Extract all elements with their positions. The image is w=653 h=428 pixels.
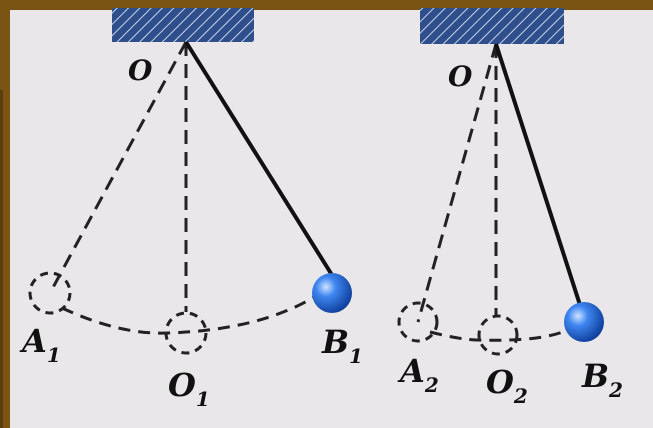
pendulum-bob-2: [564, 302, 604, 342]
swing-arc-2: [429, 328, 569, 342]
dashed-string-to-a2: [416, 43, 498, 323]
pendulum-bob-1: [312, 273, 352, 313]
bob-ghost-a2: [397, 301, 439, 343]
ceiling-support-2: [420, 8, 564, 44]
swing-arc-1: [61, 294, 317, 335]
label-b1: B1: [321, 323, 363, 368]
bob-ghost-o2: [477, 314, 519, 356]
ceiling-support-1: [112, 8, 254, 42]
label-b2: B2: [581, 357, 623, 402]
label-o2: O2: [486, 363, 528, 408]
label-a2: A2: [397, 352, 439, 397]
label-o1: O1: [168, 366, 210, 411]
string-to-b2: [494, 43, 582, 306]
bob-ghost-o1: [164, 311, 208, 355]
paper-background: [10, 10, 653, 428]
string-to-b1: [184, 40, 334, 277]
dashed-string-to-a1: [48, 41, 188, 294]
pendulum-2: O A2 O2 B2: [397, 8, 623, 408]
label-pivot-1: O: [128, 54, 153, 87]
bob-ghost-a1: [28, 271, 72, 315]
label-pivot-2: O: [448, 60, 473, 93]
pendulum-1: O A1 O1 B1: [19, 8, 363, 411]
label-a1: A1: [19, 322, 61, 367]
